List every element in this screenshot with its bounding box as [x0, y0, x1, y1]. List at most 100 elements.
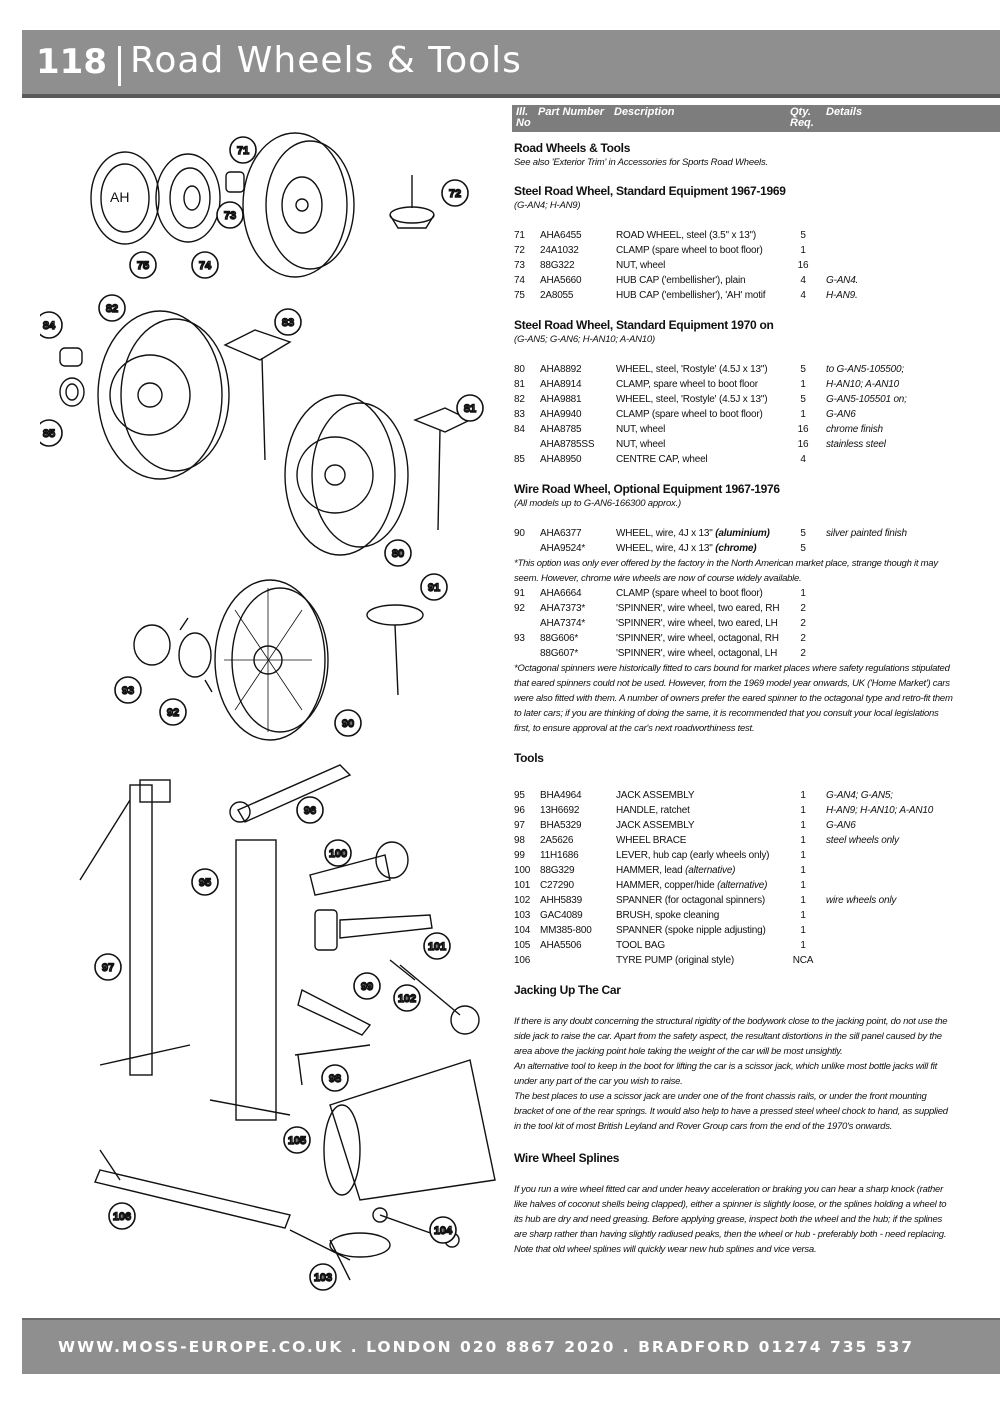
ill-no: 92: [514, 603, 525, 614]
quantity: 16: [797, 424, 809, 435]
description: SPANNER (spoke nipple adjusting): [616, 923, 766, 938]
details: to G-AN5-105500;: [826, 364, 904, 375]
part-number: AHA8892: [540, 364, 582, 375]
table-row: 88G607*'SPINNER', wire wheel, octagonal,…: [514, 646, 954, 661]
svg-text:105: 105: [288, 1135, 306, 1147]
centre-cap-drawing: [59, 377, 85, 407]
callout-73: 73: [216, 201, 244, 229]
details: G-AN6: [826, 409, 856, 420]
details: G-AN4; G-AN5;: [826, 790, 893, 801]
quantity: 1: [800, 940, 806, 951]
callout-101: 101: [423, 932, 451, 960]
svg-text:80: 80: [392, 548, 404, 560]
description-text: HAMMER, copper/hide: [616, 880, 715, 891]
ill-no: 71: [514, 230, 525, 241]
svg-text:84: 84: [43, 320, 56, 332]
description: HAMMER, lead (alternative): [616, 863, 736, 878]
details: G-AN6: [826, 820, 856, 831]
description-note: (alternative): [717, 880, 768, 891]
description: WHEEL, steel, 'Rostyle' (4.5J x 13"): [616, 362, 768, 377]
callout-85: 85: [40, 419, 63, 447]
description-note: (alternative): [685, 865, 736, 876]
callout-95: 95: [191, 868, 219, 896]
paragraph: If there is any doubt concerning the str…: [514, 1016, 948, 1057]
description-text: SPANNER (for octagonal spinners): [616, 895, 766, 906]
svg-text:98: 98: [329, 1073, 341, 1085]
quantity: 1: [800, 790, 806, 801]
description: JACK ASSEMBLY: [616, 788, 695, 803]
parts-section: Steel Road Wheel, Standard Equipment 197…: [514, 317, 954, 467]
callout-96: 96: [296, 796, 324, 824]
svg-text:81: 81: [464, 403, 476, 415]
part-number: AHA9524*: [540, 543, 586, 554]
description: WHEEL, wire, 4J x 13" (chrome): [616, 541, 757, 556]
hub-cap-ah-drawing: AH: [90, 151, 160, 245]
wheel-nut-drawing: [225, 171, 245, 193]
quantity: 1: [800, 805, 806, 816]
svg-text:75: 75: [137, 260, 149, 272]
part-number: BHA4964: [540, 790, 582, 801]
callout-93: 93: [114, 676, 142, 704]
parts-content: Road Wheels & Tools See also 'Exterior T…: [514, 140, 954, 1271]
description-text: NUT, wheel: [616, 439, 666, 450]
footnote: *This option was only ever offered by th…: [514, 558, 938, 584]
description: WHEEL, steel, 'Rostyle' (4.5J x 13"): [616, 392, 768, 407]
spoke-brush-drawing: [289, 1229, 391, 1281]
section-subtitle: (All models up to G-AN6-166300 approx.): [514, 498, 681, 509]
ill-no: 74: [514, 275, 525, 286]
page-number: 118: [36, 42, 107, 82]
ill-no: 80: [514, 364, 525, 375]
description-text: JACK ASSEMBLY: [616, 790, 695, 801]
description-text: WHEEL, steel, 'Rostyle' (4.5J x 13"): [616, 364, 768, 375]
quantity: 1: [800, 588, 806, 599]
description-text: TYRE PUMP (original style): [616, 955, 734, 966]
part-number: 13H6692: [540, 805, 580, 816]
part-number: AHA6455: [540, 230, 582, 241]
ill-no: 99: [514, 850, 525, 861]
parts-illustration: AH 7172737475828384858180919392909695100…: [40, 132, 496, 1291]
callout-106: 106: [108, 1202, 136, 1230]
hammer-hide-drawing: [314, 909, 433, 951]
part-number: AHA9940: [540, 409, 582, 420]
svg-text:92: 92: [167, 707, 179, 719]
part-number: 88G322: [540, 260, 575, 271]
part-number: GAC4089: [540, 910, 583, 921]
description: NUT, wheel: [616, 437, 665, 452]
ill-no: 84: [514, 424, 525, 435]
page-title: Road Wheels & Tools: [130, 40, 522, 81]
ratchet-handle-drawing: [229, 764, 352, 823]
description-text: CLAMP (spare wheel to boot floor): [616, 588, 763, 599]
description: 'SPINNER', wire wheel, octagonal, LH: [616, 646, 777, 661]
ill-no: 90: [514, 528, 525, 539]
description: TOOL BAG: [616, 938, 665, 953]
section-title: Road Wheels & Tools: [514, 141, 631, 155]
description-note: (chrome): [715, 543, 757, 554]
details: H-AN9.: [826, 290, 858, 301]
quantity: 1: [800, 865, 806, 876]
quantity: 4: [800, 290, 806, 301]
quantity: 5: [800, 364, 806, 375]
part-number: AHA5506: [540, 940, 582, 951]
callout-91: 91: [420, 573, 448, 601]
description-text: CLAMP (spare wheel to boot floor): [616, 409, 763, 420]
splines-section: Wire Wheel Splines If you run a wire whe…: [514, 1150, 954, 1257]
table-row: 80 AHA8892 WHEEL, steel, 'Rostyle' (4.5J x…: [514, 362, 954, 377]
part-number: AHA9881: [540, 394, 582, 405]
section-subtitle: See also 'Exterior Trim' in Accessories …: [514, 157, 768, 168]
clamp-83-drawing: [223, 329, 292, 461]
quantity: 1: [800, 820, 806, 831]
ill-no: 101: [514, 880, 531, 891]
description: LEVER, hub cap (early wheels only): [616, 848, 769, 863]
description-text: HUB CAP ('embellisher'), 'AH' motif: [616, 290, 766, 301]
ill-no: 75: [514, 290, 525, 301]
quantity: 5: [800, 528, 806, 539]
quantity: 1: [800, 379, 806, 390]
description-text: 'SPINNER', wire wheel, two eared, RH: [616, 603, 780, 614]
